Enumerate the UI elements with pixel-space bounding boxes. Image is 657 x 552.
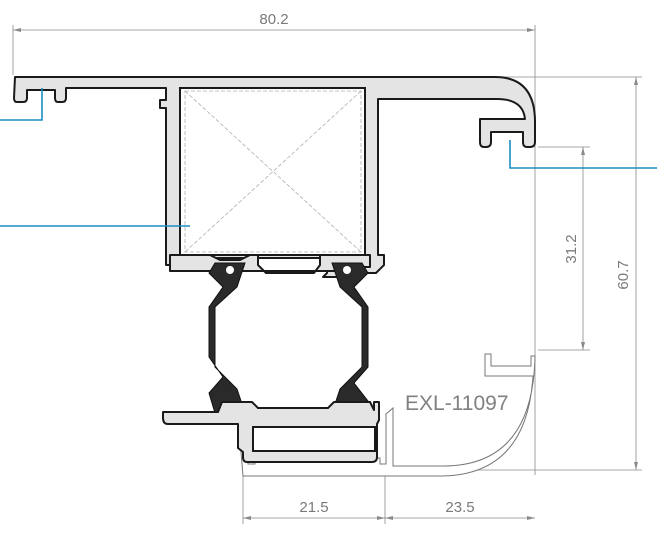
dimension-label-bottom-right: 23.5 (445, 499, 474, 516)
profile-code-label: EXL-11097 (405, 392, 509, 415)
dimension-overall-width: 80.2 (12, 11, 536, 475)
dimension-label-bottom-left: 21.5 (299, 499, 328, 516)
bottom-channel (252, 426, 376, 452)
thermal-strip-left (208, 262, 246, 414)
glass-unit (184, 90, 362, 253)
dimension-overall-height: 60.7 (400, 76, 642, 471)
dimension-label-width: 80.2 (259, 11, 288, 28)
callout-lines (0, 88, 657, 227)
thermal-strip-right (331, 262, 369, 414)
callout-right-clip (509, 140, 657, 169)
dimension-label-height: 60.7 (615, 260, 632, 289)
dimension-clip-spacing: 31.2 (538, 146, 590, 351)
callout-left-hook (0, 88, 43, 121)
dimension-label-clip: 31.2 (563, 234, 580, 263)
thermal-break (208, 262, 369, 415)
